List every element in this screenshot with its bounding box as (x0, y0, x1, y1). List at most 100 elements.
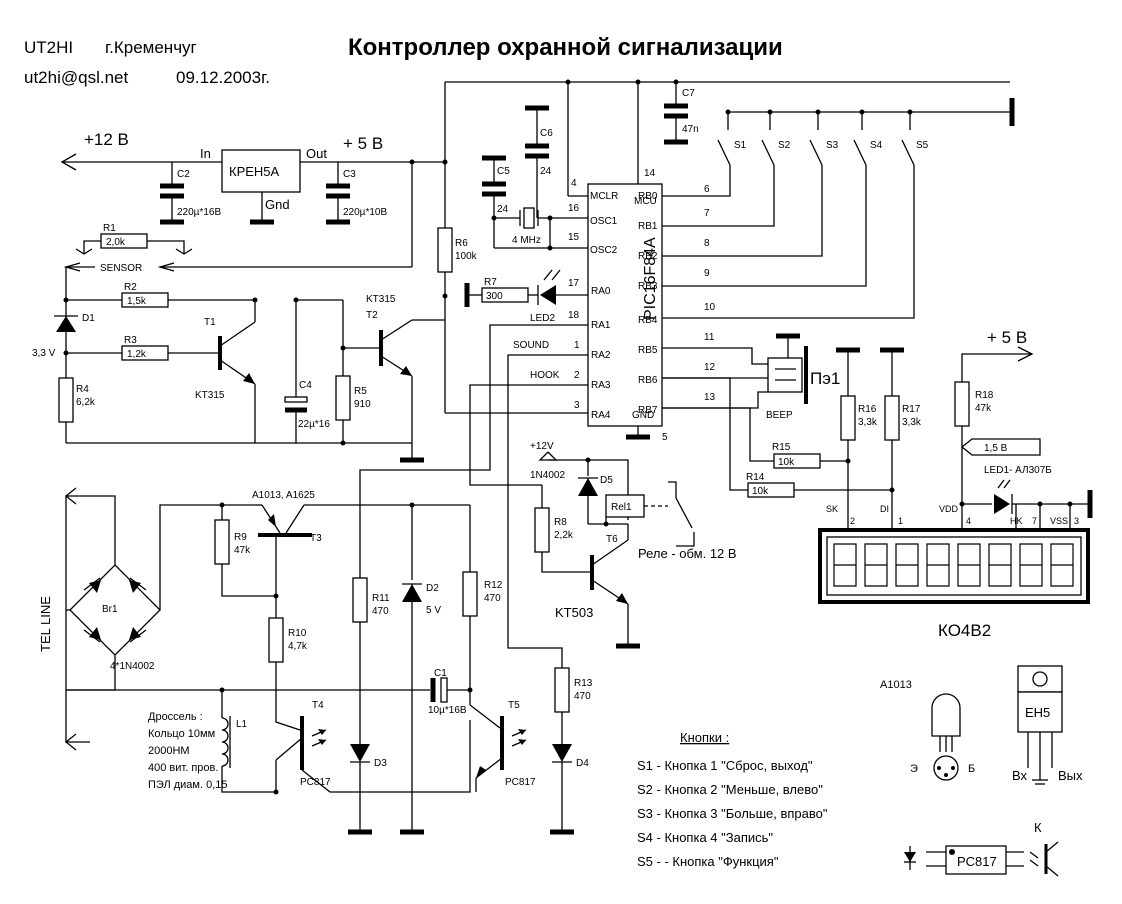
r4-value: 6,2k (76, 397, 96, 408)
r14-label: R14 (746, 472, 765, 483)
t1-value: KT315 (195, 390, 225, 401)
disp-di: DI (880, 504, 889, 514)
r5-label: R5 (354, 386, 367, 397)
r16-label: R16 (858, 404, 877, 415)
r15-label: R15 (772, 442, 791, 453)
r4-label: R4 (76, 384, 89, 395)
switch-s2: S2 (778, 140, 791, 151)
r8-label: R8 (554, 517, 567, 528)
pin-num-2: 2 (574, 370, 580, 381)
regulator-in: In (200, 146, 211, 161)
d2-value: 5 V (426, 605, 441, 616)
pin-rb2: RB2 (638, 251, 658, 262)
lcd-digits (833, 543, 1074, 587)
beep-label: BEEP (766, 410, 793, 421)
disp-p3: 3 (1074, 516, 1079, 526)
d4-label: D4 (576, 758, 589, 769)
br1-label: Br1 (102, 604, 118, 615)
pin-num-12: 12 (704, 362, 716, 373)
mcu-body (587, 183, 663, 427)
to92-bottom (933, 755, 959, 781)
r13-body (554, 667, 570, 713)
c6-value: 24 (540, 166, 552, 177)
t4-label: T4 (312, 700, 324, 711)
pin-num-17: 17 (568, 278, 580, 289)
lcd-digit (1050, 543, 1074, 587)
r18-value: 47k (975, 403, 992, 414)
d5-symbol (578, 478, 598, 496)
buttons-legend: Кнопки : S1 - Кнопка 1 "Сброс, выход" S2… (637, 730, 828, 869)
lcd-digit (926, 543, 950, 587)
pinout-eh5: ЕН5 (1025, 705, 1050, 720)
d5-label: D5 (600, 475, 613, 486)
r12-label: R12 (484, 580, 503, 591)
switch-s3: S3 (826, 140, 839, 151)
beeper-body (767, 357, 803, 393)
r3-value: 1,2k (127, 349, 147, 360)
pinout-pc817: PC817 (957, 854, 997, 869)
mcu-osc1: OSC1 (590, 216, 618, 227)
pin-num-1: 1 (574, 340, 580, 351)
c2-value: 220µ*16В (177, 207, 221, 218)
disp-p4: 4 (966, 516, 971, 526)
r5-body (335, 375, 351, 421)
lcd-digit (833, 543, 857, 587)
c1-label: C1 (434, 668, 447, 679)
d3-label: D3 (374, 758, 387, 769)
d2-symbol (402, 584, 422, 602)
crystal-freq: 4 MHz (512, 235, 541, 246)
pin-num-9: 9 (704, 268, 710, 279)
t6-value: KT503 (555, 605, 593, 620)
c5-label: C5 (497, 166, 510, 177)
r12-body (462, 571, 478, 617)
lcd-digit (864, 543, 888, 587)
sensor-label: SENSOR (100, 263, 142, 274)
pin-rb1: RB1 (638, 221, 658, 232)
button-item-2: S2 - Кнопка 2 "Меньше, влево" (637, 782, 823, 797)
disp-p7: 7 (1032, 516, 1037, 526)
r3-label: R3 (124, 335, 137, 346)
pinout-vyx: Вых (1058, 768, 1083, 783)
r14-value: 10k (752, 486, 769, 497)
r18-label: R18 (975, 390, 994, 401)
disp-hk: HK (1010, 516, 1023, 526)
pin-ra0: RA0 (591, 286, 611, 297)
pin-ra1: RA1 (591, 320, 611, 331)
pin-rb3: RB3 (638, 281, 658, 292)
page-title: Контроллер охранной сигнализации (348, 34, 783, 61)
r12-value: 470 (484, 593, 501, 604)
pin-rb5: RB5 (638, 345, 658, 356)
disp-vdd: VDD (939, 504, 959, 514)
c4-plate (284, 396, 308, 403)
switch-s1: S1 (734, 140, 747, 151)
r17-body (884, 395, 900, 441)
power-supply: +12 В КРЕН5А In Out Gnd + 5 В C2 220µ*16… (60, 81, 568, 267)
mcu-osc2: OSC2 (590, 245, 618, 256)
led2-symbol (540, 285, 556, 305)
mcu-mclr: MCLR (590, 191, 618, 202)
beeper-display: Пэ1 BEEP 10k R15 10k R14 R16 3,3k R17 3,… (662, 328, 1093, 640)
r17-value: 3,3k (902, 417, 922, 428)
d1-value: 3,3 V (32, 348, 56, 359)
disp-vss: VSS (1050, 516, 1068, 526)
c1-plate (440, 677, 448, 703)
r7-label: R7 (484, 277, 497, 288)
to92-body (931, 693, 961, 737)
r13-label: R13 (574, 678, 593, 689)
led2-label: LED2 (530, 313, 555, 324)
pinout-a1013: A1013 (880, 679, 912, 691)
c3-value: 220µ*10В (343, 207, 387, 218)
t6-label: T6 (606, 534, 618, 545)
pinout-vx: Вх (1012, 768, 1028, 783)
choke-line-3: 2000НМ (148, 745, 190, 757)
pin-rb4: RB4 (638, 315, 658, 326)
sound-label: SOUND (513, 340, 549, 351)
pinout-e: Э (910, 763, 918, 775)
d2-label: D2 (426, 583, 439, 594)
pin-num-5: 5 (662, 432, 668, 443)
r6-label: R6 (455, 238, 468, 249)
pin-num-3: 3 (574, 400, 580, 411)
r6-body (437, 227, 453, 273)
pin-ra2: RA2 (591, 350, 611, 361)
pin-rb6: RB6 (638, 375, 658, 386)
